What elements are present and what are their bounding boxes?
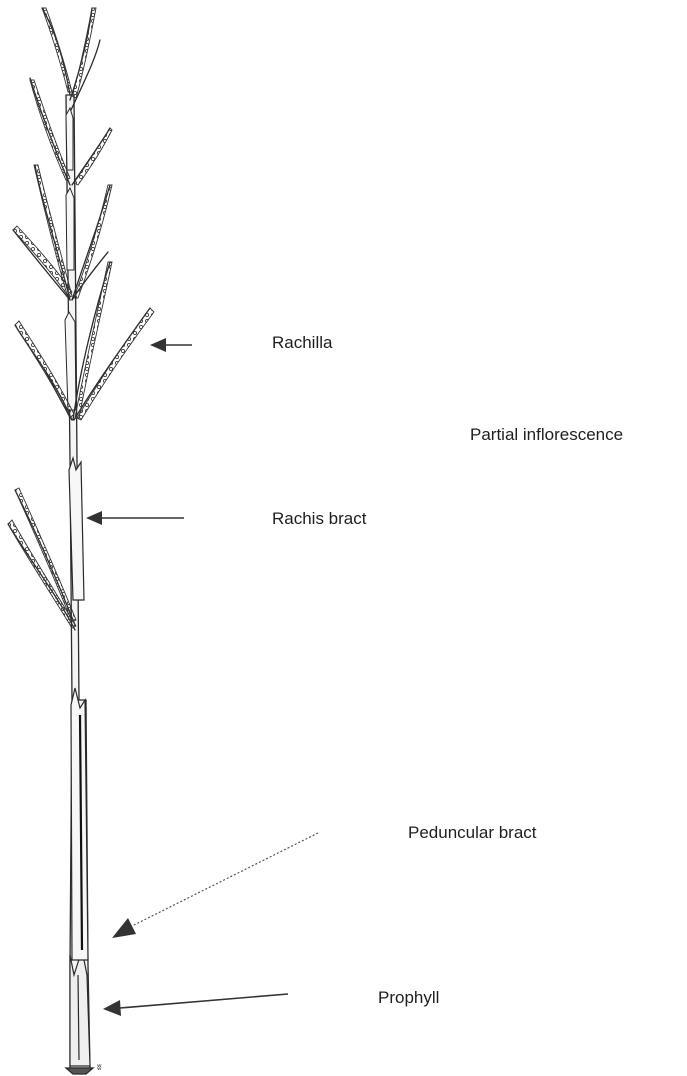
rachis-bract-label: Rachis bract (272, 509, 366, 529)
rachilla-label: Rachilla (272, 333, 332, 353)
partial-inflorescence-label: Partial inflorescence (470, 425, 623, 445)
svg-text:ʬ: ʬ (97, 1063, 102, 1073)
prophyll-label: Prophyll (378, 988, 439, 1008)
rachis-bract-arrow (86, 511, 184, 525)
peduncular-bract-label: Peduncular bract (408, 823, 537, 843)
peduncular-bract (71, 688, 88, 960)
peduncular-bract-arrow (112, 833, 318, 938)
prophyll-arrow (103, 994, 288, 1016)
rachilla-arrow (150, 338, 192, 352)
